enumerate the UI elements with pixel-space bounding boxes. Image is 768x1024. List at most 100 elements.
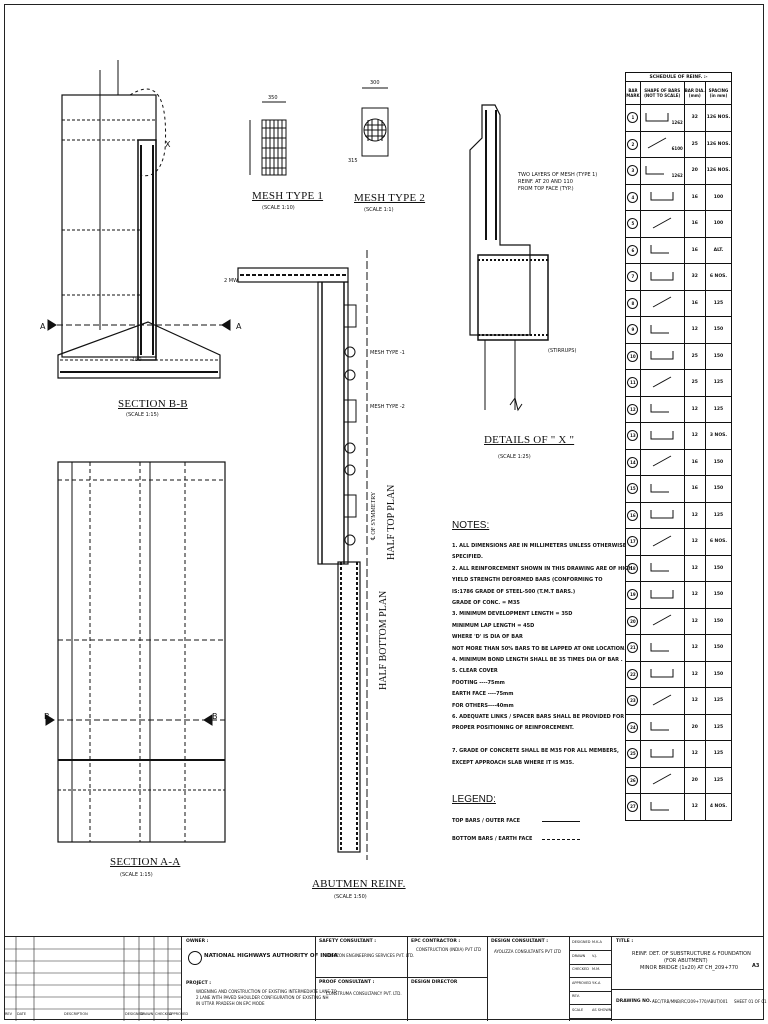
- half-bottom-plan-label: HALF BOTTOM PLAN: [378, 590, 389, 690]
- bar-shape-icon: [645, 165, 664, 175]
- bar-shape-icon: [650, 404, 670, 413]
- mesh-type-1-title: MESH TYPE 1: [252, 190, 324, 202]
- signature-label: SCALE: [572, 1007, 584, 1012]
- bar-dia: 16: [683, 475, 706, 503]
- bar-mark-badge: 23: [627, 695, 639, 707]
- section-bb-title: SECTION B-B: [118, 398, 188, 410]
- bar-shape-icon: [652, 376, 672, 388]
- bar-mark-badge: 17: [627, 536, 639, 548]
- bar-mark-badge: 8: [627, 297, 639, 309]
- bar-spacing: 125: [704, 289, 733, 317]
- symmetry-label: ℄ OF SYMMETRY: [371, 491, 377, 540]
- epc-cell: EPC CONTRACTOR : CONSTRUCTION (INDIA) PV…: [408, 937, 488, 1021]
- bar-dia: 16: [683, 183, 706, 211]
- safety-cell: SAFETY CONSULTANT : HORIZON ENGINEERING …: [316, 937, 414, 1021]
- signature-label: DESIGNED: [572, 940, 591, 944]
- bar-dia: 12: [683, 316, 706, 344]
- bar-mark-badge: 12: [627, 403, 639, 415]
- sheet-size: A3: [752, 963, 760, 969]
- note-line: 4. MINIMUM BOND LENGTH SHALL BE 35 TIMES…: [452, 657, 623, 663]
- bar-spacing: 125: [704, 687, 733, 715]
- bar-spacing: 125: [704, 501, 733, 529]
- bar-dia: 12: [683, 660, 706, 688]
- bar-mark-badge: 4: [627, 191, 639, 203]
- bar-spacing: 125: [704, 766, 733, 794]
- mesh-type-2-callout: MESH TYPE -2: [370, 404, 405, 410]
- bar-mark-badge: 5: [627, 218, 639, 230]
- design-heading: DESIGN CONSULTANT :: [491, 939, 549, 944]
- bar-shape: [639, 687, 685, 715]
- bar-spacing: 150: [704, 660, 733, 688]
- bar-shape: [639, 395, 685, 423]
- bar-shape: [639, 501, 685, 529]
- design-name: AYOLIZZA CONSULTANTS PVT LTD: [494, 949, 561, 954]
- bar-shape: [639, 740, 685, 768]
- bar-spacing: 126 NOS.: [704, 104, 733, 132]
- bar-mark-badge: 9: [627, 324, 639, 336]
- bar-spacing: 150: [704, 316, 733, 344]
- bar-spacing: 125: [704, 713, 733, 741]
- note-line: MINIMUM LAP LENGTH = 45D: [452, 622, 535, 629]
- bar-mark-badge: 11: [627, 377, 639, 389]
- safety-heading: SAFETY CONSULTANT :: [319, 939, 377, 944]
- bar-shape: [639, 554, 685, 582]
- signature-label: CHECKED: [572, 967, 589, 971]
- bar-spacing: 126 NOS.: [704, 157, 733, 185]
- bar-spacing: 150: [704, 607, 733, 635]
- mesh-type-2-title: MESH TYPE 2: [354, 192, 426, 204]
- bar-shape-icon: [650, 510, 674, 519]
- bar-spacing: 150: [704, 634, 733, 662]
- bar-shape: [639, 607, 685, 635]
- bar-dia: 16: [683, 210, 706, 238]
- schedule-header-spacing: SPACING (in mm): [704, 81, 733, 105]
- bar-shape-icon: [645, 112, 669, 122]
- bar-shape: 1262: [639, 104, 685, 132]
- stirrups-callout: (STIRRUPS): [548, 348, 577, 354]
- abutment-title: ABUTMEN REINF.: [312, 878, 406, 890]
- bar-shape-icon: [650, 801, 670, 811]
- dim-150: 150: [132, 357, 142, 363]
- bar-mark-badge: 27: [627, 801, 639, 813]
- bar-shape: [639, 581, 685, 609]
- bar-shape: [639, 342, 685, 370]
- note-line: 5. CLEAR COVER: [452, 668, 498, 675]
- bar-mark-badge: 1: [627, 112, 639, 124]
- design-director-heading: DESIGN DIRECTOR: [411, 980, 458, 985]
- bar-dia: 12: [683, 687, 706, 715]
- bar-shape: [639, 263, 685, 291]
- mesh-type-1-callout: MESH TYPE -1: [370, 350, 405, 356]
- bar-mark-badge: 21: [627, 642, 639, 654]
- revision-header: DESCRIPTION: [64, 1012, 88, 1016]
- two-layers-note-3: FROM TOP FACE (TYP.): [518, 186, 574, 192]
- drawing-title-line-3: MINOR BRIDGE (1x20) AT CH_209+770: [640, 965, 739, 971]
- bar-dia: 32: [683, 263, 706, 291]
- details-x-title: DETAILS OF " X ": [484, 434, 575, 446]
- bar-shape-length: 1262: [671, 172, 683, 178]
- note-line: SPECIFIED.: [452, 554, 483, 561]
- bar-shape-icon: [650, 589, 674, 599]
- drawing-sheet: [4, 4, 764, 1020]
- proof-heading: PROOF CONSULTANT :: [319, 980, 375, 985]
- bar-dia: 16: [683, 289, 706, 317]
- bar-shape: [639, 475, 685, 503]
- section-aa-title: SECTION A-A: [110, 856, 181, 868]
- bar-dia: 32: [683, 104, 706, 132]
- drawing-no-value: AEC/TRB/MNB/RC/209+770/ABUT/001: [652, 999, 728, 1004]
- epc-heading: EPC CONTRACTOR :: [411, 939, 461, 944]
- bar-mark-badge: 6: [627, 244, 639, 256]
